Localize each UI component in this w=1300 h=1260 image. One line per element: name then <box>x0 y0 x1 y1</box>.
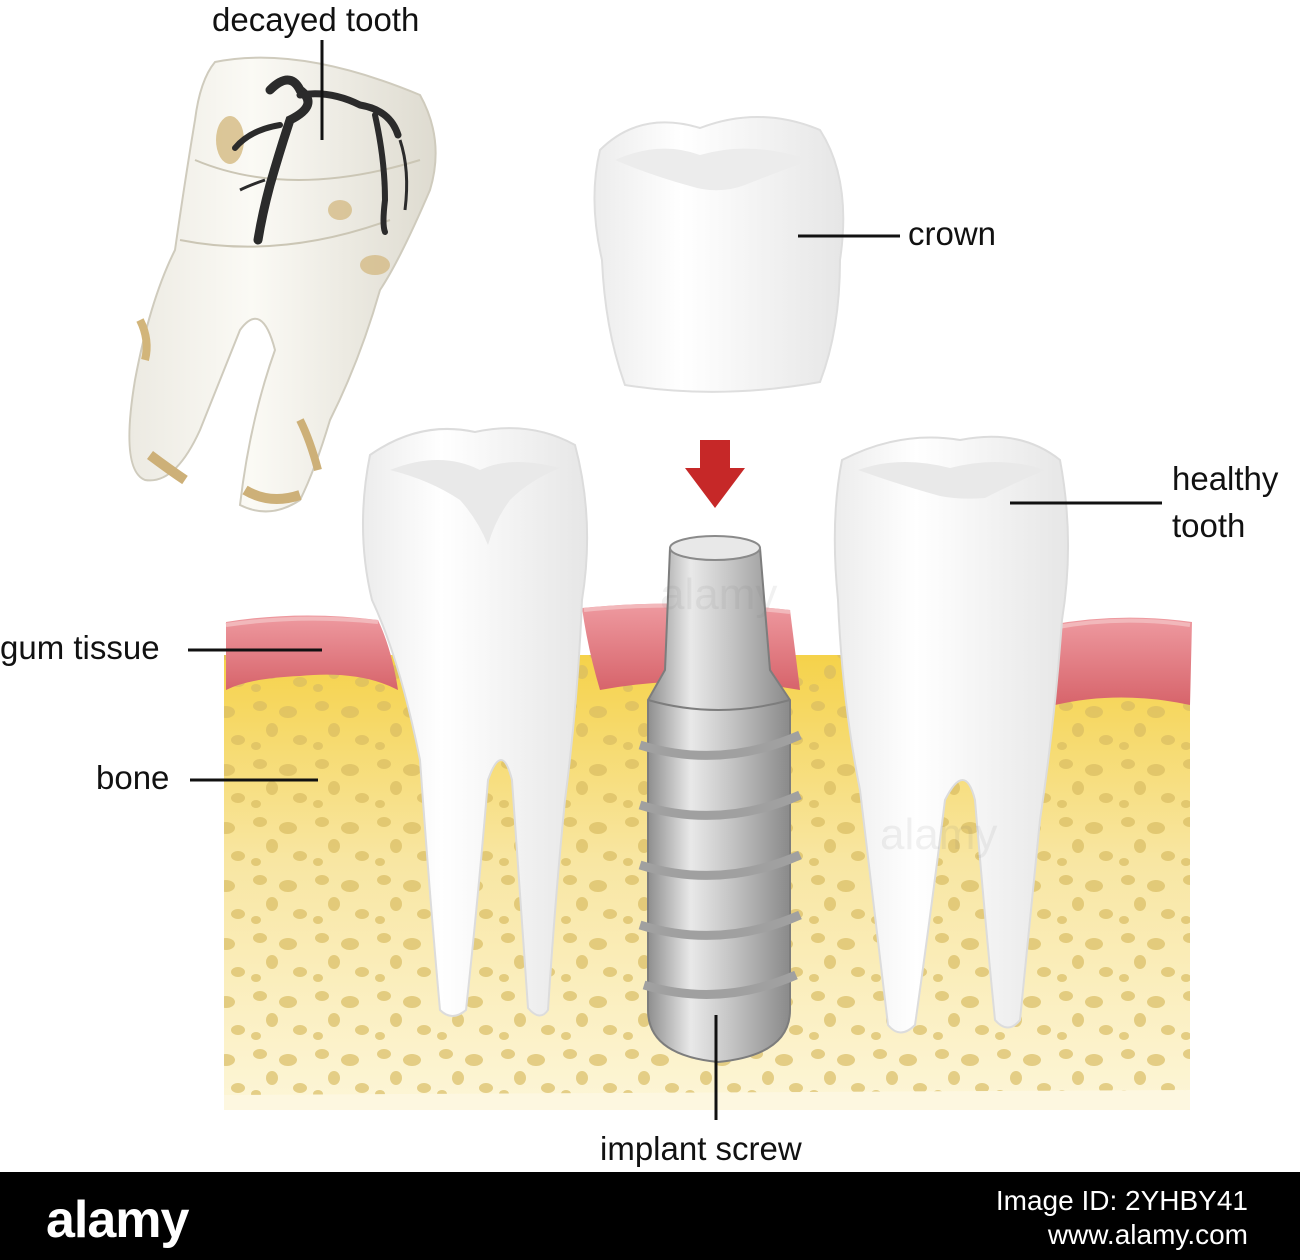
label-healthy-tooth-line1: healthy <box>1172 460 1279 497</box>
gum-tissue <box>225 603 1192 705</box>
image-id-line: Image ID: 2YHBY41 <box>995 1185 1248 1216</box>
label-implant-screw: implant screw <box>600 1130 802 1167</box>
decayed-tooth <box>128 56 437 513</box>
label-crown: crown <box>908 215 997 252</box>
watermark: alamy <box>660 570 778 619</box>
image-id: Image ID: 2YHBY41 www.alamy.com <box>996 1184 1248 1252</box>
crown <box>593 116 845 393</box>
implant-screw <box>638 535 802 1064</box>
website-line: www.alamy.com <box>1047 1219 1248 1250</box>
label-bone: bone <box>96 759 170 796</box>
left-healthy-tooth <box>361 427 589 1017</box>
right-healthy-tooth <box>833 435 1070 1034</box>
label-gum-tissue: gum tissue <box>0 629 160 666</box>
label-decayed-tooth: decayed tooth <box>212 1 420 38</box>
leader-lines <box>188 40 1162 1120</box>
down-arrow-icon <box>685 440 745 508</box>
diagram-canvas <box>128 40 1192 1120</box>
watermark-2: alamy <box>880 810 998 859</box>
brand-logo: alamy <box>46 1191 189 1249</box>
footer-bar: alamy Image ID: 2YHBY41 www.alamy.com <box>0 1172 1300 1260</box>
label-healthy-tooth-line2: tooth <box>1172 507 1246 544</box>
